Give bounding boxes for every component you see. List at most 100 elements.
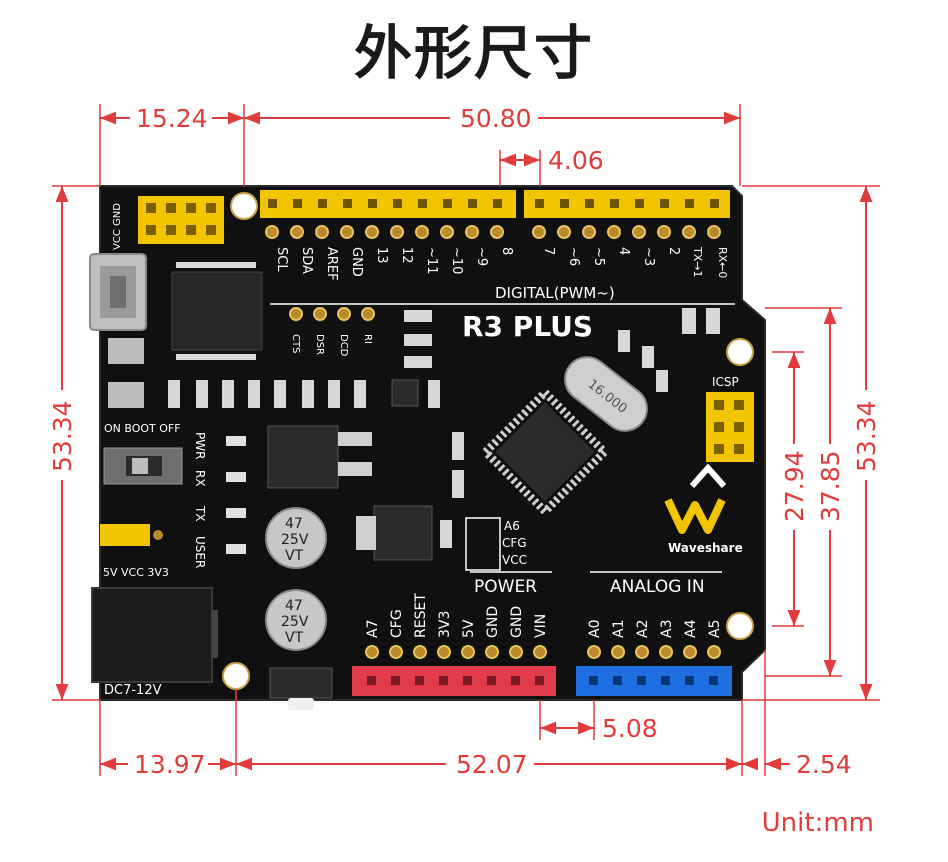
icsp-label: ICSP	[712, 375, 739, 389]
uart-pads	[289, 307, 375, 321]
usb-serial-chip	[171, 262, 263, 360]
pin-label: ~9	[474, 247, 489, 266]
dc-label: DC7-12V	[104, 683, 162, 698]
cap-text: 47	[285, 598, 303, 614]
uart-label: RI	[362, 334, 373, 344]
digital-header-right	[524, 190, 730, 239]
digital-header-left	[260, 190, 516, 239]
pin-label: ~11	[424, 247, 439, 274]
dim-analog-pitch: 5.08	[602, 714, 658, 743]
mounting-hole	[230, 192, 258, 220]
pin-label: 12	[399, 247, 414, 264]
dim-top-main: 50.80	[460, 104, 532, 133]
jumper-label: A6	[504, 519, 520, 533]
mcu-chip	[479, 386, 611, 518]
analog-header	[576, 645, 732, 696]
dim-bottom-main: 52.07	[456, 750, 528, 779]
cap-text: 47	[285, 516, 303, 532]
transistor	[391, 379, 419, 407]
pin-label: GND	[349, 247, 364, 277]
crystal: 16.000	[564, 356, 648, 432]
waveshare-logo: Waveshare	[664, 463, 743, 555]
pin-label: A4	[683, 619, 699, 638]
pin-label: 5V	[461, 619, 477, 638]
switch-label: ON BOOT OFF	[104, 422, 181, 435]
pin-label: 2	[666, 247, 681, 255]
led-label: PWR	[193, 432, 207, 459]
pin-label: ~5	[591, 247, 606, 266]
reset-button[interactable]	[269, 667, 333, 710]
digital-label: DIGITAL(PWM~)	[495, 284, 615, 302]
cap-text: VT	[285, 630, 304, 646]
usb-connector	[89, 253, 147, 331]
uart-label: DSR	[314, 334, 325, 355]
capacitor: 47 25V VT	[265, 589, 327, 651]
pin-label: RESET	[413, 593, 429, 638]
dim-left-height: 53.34	[48, 400, 77, 472]
jumper-label: CFG	[502, 536, 527, 550]
led-label: TX	[193, 505, 207, 522]
dim-icsp-1: 27.94	[780, 450, 809, 522]
pin-label: A0	[587, 620, 603, 638]
led-label: USER	[193, 536, 207, 568]
digital-pin-labels: SCL SDA AREF GND 13 12 ~11 ~10 ~9 8 7 ~6…	[274, 246, 729, 281]
voltage-regulator	[267, 425, 372, 489]
pin-label: ~3	[641, 247, 656, 266]
pin-label: A2	[635, 620, 651, 638]
uart-label: DCD	[338, 334, 349, 357]
pin-label: AREF	[324, 247, 339, 281]
power-pin-labels: A7 CFG RESET 3V3 5V GND GND VIN	[365, 593, 549, 638]
pin-label: 7	[541, 247, 556, 255]
dim-pin-gap: 4.06	[548, 146, 604, 175]
mounting-hole	[726, 612, 754, 640]
dc-jack	[91, 587, 218, 683]
pin-label: 3V3	[437, 611, 453, 638]
analog-pin-labels: A0 A1 A2 A3 A4 A5	[587, 619, 723, 638]
dim-right-height: 53.34	[852, 400, 881, 472]
resistor-row	[168, 308, 720, 548]
pin-label: GND	[509, 606, 525, 638]
cap-text: VT	[285, 548, 304, 564]
model-label: R3 PLUS	[462, 310, 593, 343]
dim-icsp-2: 37.85	[816, 450, 845, 522]
vcc-gnd-label: VCC GND	[112, 203, 123, 250]
voltage-jumper[interactable]	[100, 524, 163, 546]
pin-label: A7	[365, 620, 381, 638]
jumper-label: VCC	[502, 553, 527, 567]
pin-label: A3	[659, 620, 675, 638]
icsp-header	[706, 392, 754, 462]
pin-label: VIN	[533, 614, 549, 638]
pin-label: A5	[707, 620, 723, 638]
vcc-gnd-header	[138, 196, 224, 244]
pin-label: 13	[374, 247, 389, 264]
pin-label: SDA	[299, 247, 314, 274]
led-label: RX	[193, 470, 207, 487]
fuse	[108, 338, 144, 364]
power-switch[interactable]	[103, 447, 183, 485]
dim-bottom-right: 2.54	[796, 750, 852, 779]
brand-label: Waveshare	[668, 541, 743, 555]
status-leds	[226, 436, 246, 554]
pin-label: CFG	[389, 609, 405, 638]
pin-label: 8	[499, 247, 514, 255]
capacitor: 47 25V VT	[265, 507, 327, 569]
pin-label: GND	[485, 606, 501, 638]
analog-label: ANALOG IN	[610, 577, 705, 597]
unit-label: Unit:mm	[761, 808, 874, 838]
mounting-hole	[726, 338, 754, 366]
dim-top-left: 15.24	[136, 104, 208, 133]
power-header	[352, 645, 556, 696]
power-label: POWER	[474, 577, 537, 597]
page-title: 外形尺寸	[353, 19, 594, 87]
pin-label: 4	[616, 247, 631, 255]
pin-label: ~10	[449, 247, 464, 274]
mounting-hole	[222, 662, 250, 690]
diode	[108, 382, 144, 408]
pin-label: ~6	[566, 247, 581, 266]
pin-label: SCL	[274, 247, 289, 272]
pin-label: RX←0	[716, 247, 729, 278]
uart-label: CTS	[290, 334, 301, 353]
voltage-label: 5V VCC 3V3	[103, 566, 169, 579]
pin-label: TX→1	[691, 246, 704, 277]
